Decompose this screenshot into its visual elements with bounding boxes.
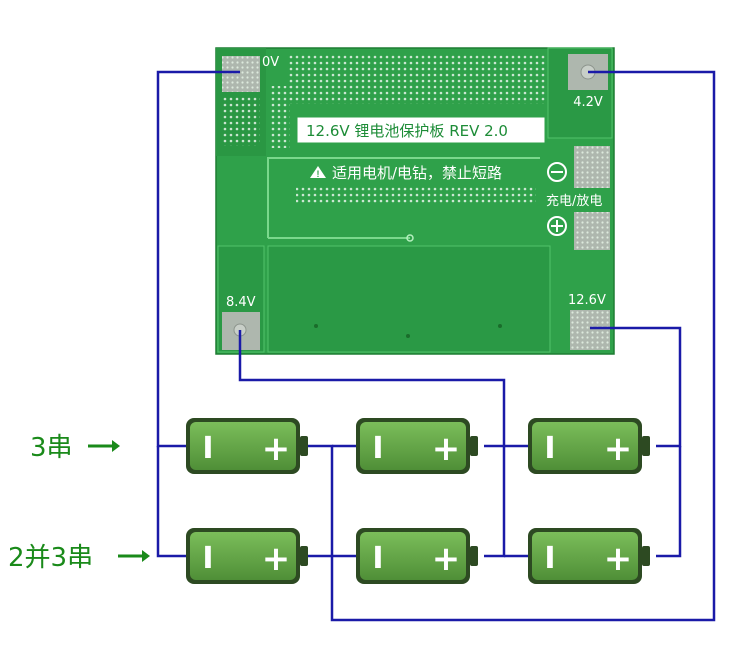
battery-body: [532, 532, 638, 580]
arrow-right-icon-head: [112, 440, 120, 452]
battery-plus-label: +: [604, 429, 633, 469]
board-title: 12.6V 锂电池保护板 REV 2.0: [306, 122, 508, 140]
battery-cell: I+: [356, 418, 478, 474]
wire-0v-row2: [156, 446, 186, 558]
battery-body: [360, 422, 466, 470]
via-field: [222, 96, 260, 146]
battery-cell: I+: [528, 418, 650, 474]
battery-body: [190, 422, 296, 470]
arrow-right-icon-head: [142, 550, 150, 562]
charge-discharge-label: 充电/放电: [546, 193, 602, 209]
battery-body: [532, 422, 638, 470]
wires: [156, 70, 716, 622]
row-label-parallel: 2并3串: [8, 543, 93, 573]
battery-cap: [642, 546, 650, 566]
pad-label-0v: 0V: [262, 55, 279, 70]
battery-array: I+I+I+I+I+I+: [186, 418, 650, 584]
warning-icon: [310, 166, 326, 178]
battery-cap: [300, 546, 308, 566]
via-field: [296, 186, 536, 204]
battery-plus-label: +: [604, 539, 633, 579]
battery-cell: I+: [186, 528, 308, 584]
pcb-via: [406, 234, 414, 242]
minus-terminal-icon: [547, 162, 567, 182]
battery-cell: I+: [528, 528, 650, 584]
pad-charge-plus-vias: [574, 212, 610, 250]
pad-0v-vias: [222, 56, 260, 92]
battery-minus-label: I: [372, 431, 383, 466]
pad-charge-minus-vias: [574, 146, 610, 188]
battery-plus-label: +: [262, 429, 291, 469]
battery-cap: [300, 436, 308, 456]
battery-cap: [470, 546, 478, 566]
pad-label-8-4v: 8.4V: [226, 295, 256, 310]
battery-plus-label: +: [432, 539, 461, 579]
battery-minus-label: I: [202, 541, 213, 576]
battery-cell: I+: [356, 528, 478, 584]
via-field: [288, 54, 546, 104]
wire-0v-row1: [156, 70, 240, 448]
wire-8-4v: [238, 330, 506, 448]
battery-plus-label: +: [432, 429, 461, 469]
battery-minus-label: I: [372, 541, 383, 576]
battery-minus-label: I: [544, 431, 555, 466]
pcb-via: [406, 334, 410, 338]
board-title-box: [297, 117, 545, 143]
board-warning: 适用电机/电钻，禁止短路: [332, 164, 502, 182]
wire-4-2v: [306, 70, 716, 622]
row-label-series: 3串: [30, 433, 73, 463]
battery-cell: I+: [186, 418, 308, 474]
wire-12-6v: [590, 326, 682, 448]
pad-label-4-2v: 4.2V: [573, 95, 603, 110]
protection-board: 12.6V 锂电池保护板 REV 2.0 ! 适用电机/电钻，禁止短路 0V 4…: [215, 47, 615, 355]
via-field: [270, 86, 290, 148]
pad-12-6v-vias: [570, 310, 610, 350]
wire-8-4v-row2: [484, 446, 506, 558]
warning-icon-mark: !: [317, 169, 320, 179]
battery-minus-label: I: [544, 541, 555, 576]
pcb-via: [314, 324, 318, 328]
pad-label-12-6v: 12.6V: [568, 293, 606, 308]
battery-minus-label: I: [202, 431, 213, 466]
battery-body: [190, 532, 296, 580]
pcb-via: [498, 324, 502, 328]
wire-12-6v-row2: [656, 446, 682, 558]
plus-terminal-icon: [547, 216, 567, 236]
row-labels: 3串 2并3串: [8, 433, 150, 573]
pcb-trace: [267, 157, 540, 238]
battery-body: [360, 532, 466, 580]
battery-plus-label: +: [262, 539, 291, 579]
battery-cap: [470, 436, 478, 456]
battery-cap: [642, 436, 650, 456]
